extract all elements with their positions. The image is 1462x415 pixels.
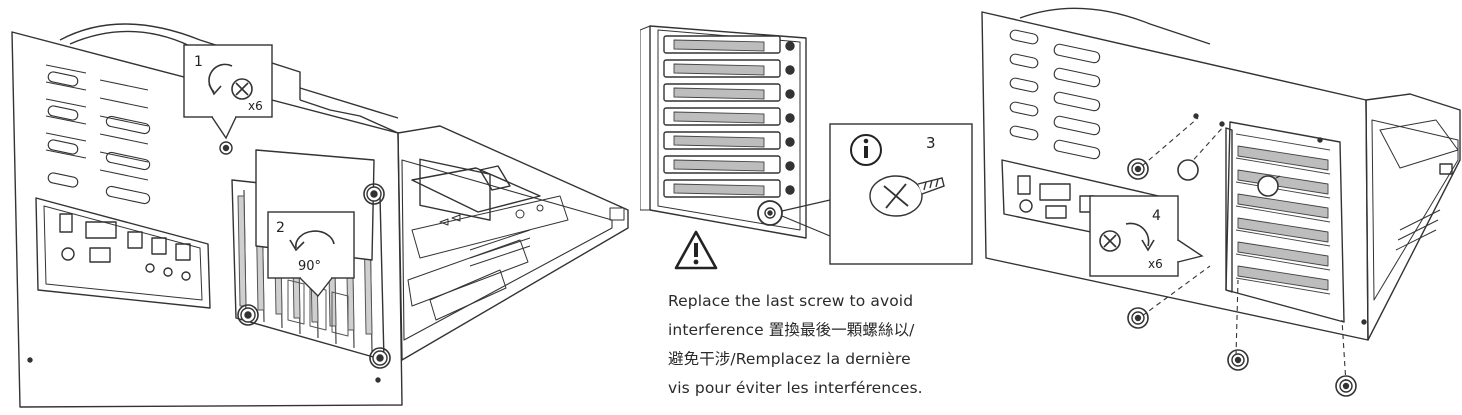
panel-step-1-2: 1 x6 2 90°: [0, 0, 640, 415]
step-2-angle: 90°: [298, 259, 321, 274]
step-4-number: 4: [1152, 208, 1161, 224]
callout-step-4: 4 x6: [1089, 195, 1204, 277]
step-2-number: 2: [276, 220, 285, 236]
warning-line-2: interference 置換最後一顆螺絲以/: [668, 321, 915, 339]
cw-arrow-icon: [1125, 222, 1150, 247]
warning-line-3: 避免干涉/Remplacez la dernière: [668, 350, 911, 368]
rotate-arrow-icon: [295, 230, 335, 249]
callout-step-1: 1 x6: [183, 44, 273, 140]
panel-step-3: 3: [640, 0, 980, 415]
step-3-number: 3: [926, 134, 936, 152]
callout-step-2: 2 90°: [267, 211, 355, 298]
step-4-count: x6: [1148, 257, 1163, 271]
chassis-illustration-right: 4 x6: [981, 7, 1461, 397]
callout-step-3: 3: [829, 123, 973, 265]
warning-icon: [674, 230, 718, 270]
screw-icon: [869, 175, 945, 217]
warning-caption: Replace the last screw to avoid interfer…: [668, 287, 978, 403]
step-1-count: x6: [248, 99, 263, 113]
last-screw-highlight: [757, 200, 783, 226]
warning-line-1: Replace the last screw to avoid: [668, 292, 914, 310]
step-1-number: 1: [194, 54, 203, 70]
screw-icon: [1099, 230, 1121, 252]
warning-line-4: vis pour éviter les interférences.: [668, 379, 923, 397]
info-icon: [850, 134, 882, 166]
bracket-illustration: 3: [640, 25, 973, 265]
screw-icon: [231, 78, 253, 100]
panel-step-4: 4 x6: [980, 0, 1462, 415]
chassis-illustration-left: 1 x6 2 90°: [11, 23, 629, 408]
